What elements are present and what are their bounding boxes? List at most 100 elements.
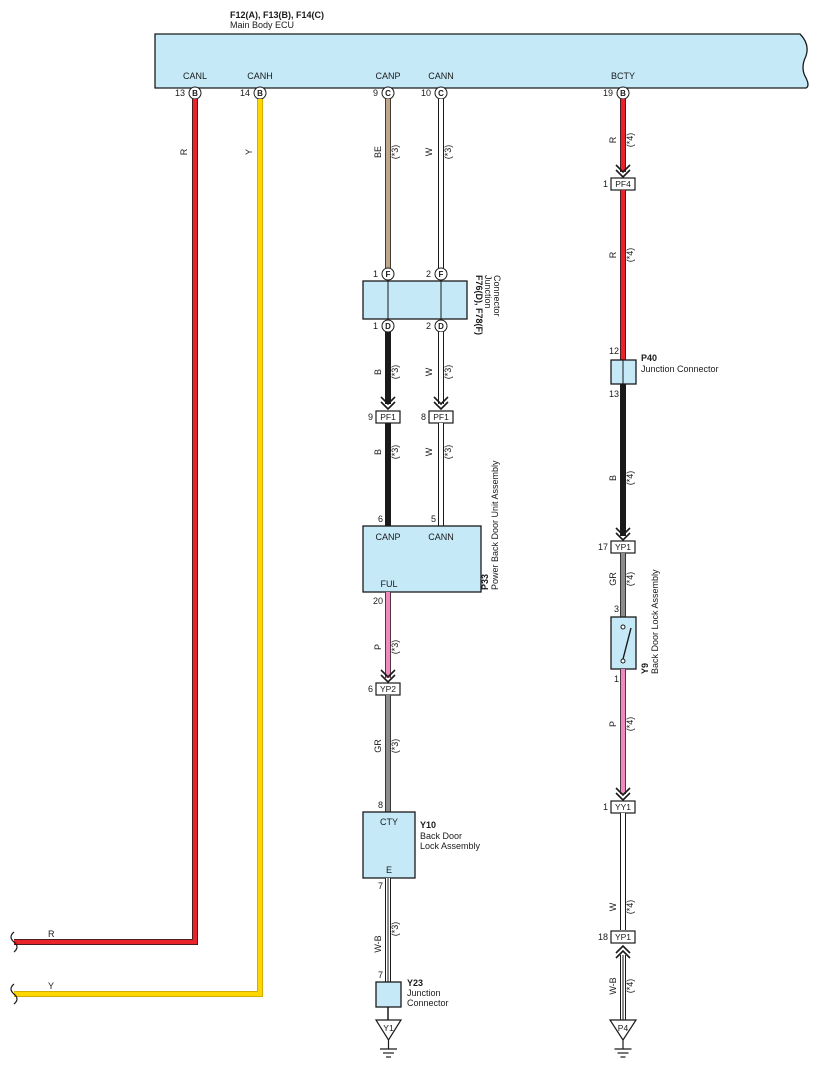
svg-text:1: 1: [603, 802, 608, 812]
svg-text:P4: P4: [618, 1023, 629, 1033]
wire-bcty-6-note: (*4): [625, 900, 635, 915]
p33-name: Power Back Door Unit Assembly: [490, 460, 500, 590]
wire-cann-3-color: W: [424, 447, 434, 456]
y10-code: Y10: [420, 820, 436, 830]
wire-cann-1-color: W: [424, 147, 434, 156]
wire-bcty-1-color: R: [608, 136, 618, 143]
junction-f76-bottom-pin-1: 1 D: [373, 319, 395, 333]
wire-bcty-7-color: W-B: [608, 977, 618, 994]
svg-text:B: B: [257, 89, 263, 98]
connector-yp1-a: 17 YP1: [598, 540, 636, 554]
switch-icon: [620, 624, 632, 664]
wire-e-color: W-B: [373, 935, 383, 952]
p40-code: P40: [641, 353, 657, 363]
svg-text:YP1: YP1: [615, 542, 631, 552]
wire-bcty-7-note: (*4): [625, 979, 635, 994]
chevron-icon: [380, 396, 396, 411]
svg-text:C: C: [438, 89, 444, 98]
wire-bcty-3-note: (*4): [625, 471, 635, 486]
wire-break-r: [10, 931, 18, 953]
y23-line1: Junction: [407, 988, 441, 998]
y9-code: Y9: [640, 663, 650, 674]
wire-bcty-3-color: B: [608, 475, 618, 481]
wire-cann-2-color: W: [424, 367, 434, 376]
ecu-pin-bcty-label: BCTY: [611, 71, 635, 81]
ecu-pin-10: 10 C: [421, 86, 448, 100]
svg-text:10: 10: [421, 88, 431, 98]
p33-code: P33: [480, 574, 490, 590]
svg-text:1: 1: [373, 321, 378, 331]
p33-pin-canp-num: 6: [378, 514, 383, 524]
junction-f76-line2: Connector: [492, 275, 502, 317]
svg-text:YP1: YP1: [615, 932, 631, 942]
svg-text:17: 17: [598, 542, 608, 552]
y9-name: Back Door Lock Assembly: [650, 569, 660, 674]
connector-pf1-a: 9 PF1: [368, 410, 401, 424]
chevron-icon: [433, 396, 449, 411]
chevron-icon: [615, 527, 631, 542]
ecu-box: [154, 33, 809, 89]
svg-text:YP2: YP2: [380, 684, 396, 694]
p40-pin-bottom: 13: [609, 389, 619, 399]
svg-text:1: 1: [373, 269, 378, 279]
svg-text:18: 18: [598, 932, 608, 942]
y9-pin-top: 3: [614, 604, 619, 614]
y10-pin-cty: CTY: [380, 817, 398, 827]
ecu-pin-13: 13 B: [175, 86, 202, 100]
svg-text:14: 14: [240, 88, 250, 98]
y23-code: Y23: [407, 978, 423, 988]
svg-text:6: 6: [368, 684, 373, 694]
p33-pin-cann-num: 5: [431, 514, 436, 524]
wire-canp-2-note: (*3): [390, 365, 400, 380]
wire-break-y: [10, 983, 18, 1005]
junction-f76-line1: Junction: [483, 275, 493, 309]
svg-text:F: F: [386, 270, 391, 279]
wire-cty-color: GR: [373, 739, 383, 753]
wire-cann-1-note: (*3): [443, 145, 453, 160]
svg-text:F: F: [439, 270, 444, 279]
svg-text:C: C: [385, 89, 391, 98]
svg-text:B: B: [620, 89, 626, 98]
ecu-pin-canp-label: CANP: [375, 71, 400, 81]
y10-box: [362, 811, 416, 879]
wire-canh-color: Y: [244, 149, 254, 155]
svg-text:19: 19: [603, 88, 613, 98]
wire-canp-3-color: B: [373, 449, 383, 455]
wire-bcty-5-note: (*4): [625, 717, 635, 732]
ecu-pin-canh-label: CANH: [247, 71, 273, 81]
wire-bcty-6-color: W: [608, 902, 618, 911]
y10-line1: Back Door: [420, 831, 462, 841]
svg-text:9: 9: [373, 88, 378, 98]
svg-text:1: 1: [603, 179, 608, 189]
chevron-icon: [380, 669, 396, 684]
wire-bcty-1-note: (*4): [625, 133, 635, 148]
p33-pin-ful: FUL: [380, 579, 397, 589]
y10-pin-cty-num: 8: [378, 800, 383, 810]
wire-bottom-y-color: Y: [48, 981, 54, 991]
svg-text:Y1: Y1: [383, 1023, 394, 1033]
svg-text:2: 2: [426, 321, 431, 331]
svg-text:9: 9: [368, 412, 373, 422]
ecu-pin-14: 14 B: [240, 86, 267, 100]
ground-p4-icon: P4: [608, 1019, 638, 1058]
junction-f76-box: [362, 280, 468, 320]
p33-pin-ful-num: 20: [373, 596, 383, 606]
wire-bcty-4-note: (*4): [625, 572, 635, 587]
y23-box: [375, 981, 402, 1008]
junction-f76-bottom-pin-2: 2 D: [426, 319, 448, 333]
connector-yp2: 6 YP2: [368, 682, 401, 696]
wire-canp-1-note: (*3): [390, 145, 400, 160]
ecu-pin-cann-label: CANN: [428, 71, 454, 81]
svg-text:D: D: [385, 322, 391, 331]
ecu-pin-19: 19 B: [603, 86, 630, 100]
connector-pf1-b: 8 PF1: [421, 410, 454, 424]
ecu-name: Main Body ECU: [230, 20, 294, 30]
wire-ful-1-color: P: [373, 644, 383, 650]
wire-bcty-4-color: GR: [608, 572, 618, 586]
ecu-title: F12(A), F13(B), F14(C): [230, 10, 324, 20]
wire-canh: [14, 99, 263, 997]
wire-canl-color: R: [179, 148, 189, 155]
connector-yp1-b: 18 YP1: [598, 930, 636, 944]
svg-text:D: D: [438, 322, 444, 331]
svg-text:8: 8: [421, 412, 426, 422]
